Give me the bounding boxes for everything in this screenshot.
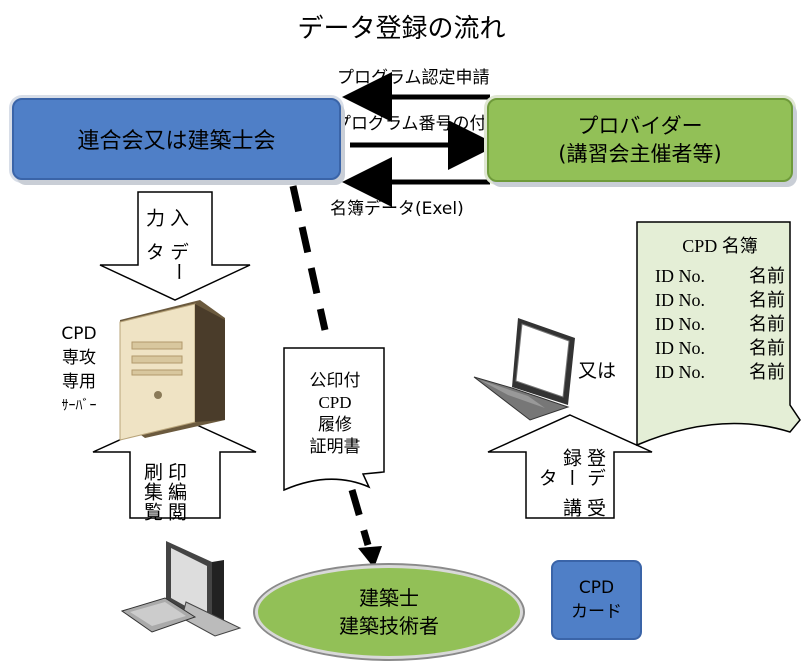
label-roster-data: 名簿データ(Exel) [330,199,464,219]
cpd-card-line2: カード [571,602,622,622]
certificate-doc [283,347,385,492]
union-box: 連合会又は建築士会 [12,98,341,180]
architect-ellipse: 建築士 建築技術者 [255,565,523,659]
up-left-arrow-text: 閲覧 編集 印刷 [141,462,187,522]
roster-row: ID No. 名前 [655,336,785,360]
down-arrow-text-data: データ [143,242,189,283]
roster-row: ID No. 名前 [655,312,785,336]
server-icon [119,300,225,441]
down-block-arrow [99,191,251,301]
roster-row-id: ID No. [655,314,705,334]
roster-row-name: 名前 [749,266,785,286]
up-right-arrow-text: 受講 データ 登録 [536,448,606,518]
up-block-arrow-right [487,414,653,519]
roster-row-id: ID No. [655,338,705,358]
up-block-arrow-left [92,414,257,519]
roster-row-name: 名前 [749,290,785,310]
roster-row-id: ID No. [655,290,705,310]
roster-row-id: ID No. [655,362,705,382]
dashed-arrow-lower [348,489,372,546]
provider-line1: プロバイダー [577,114,703,138]
roster-row: ID No. 名前 [655,360,785,384]
provider-box: プロバイダー (講習会主催者等) [487,98,793,182]
down-arrow-text: データ 入力 [142,208,190,288]
or-label: 又は [578,360,617,382]
desktop-computer-icon [120,541,242,637]
roster-title: CPD 名簿 [682,236,758,256]
roster-row: ID No. 名前 [655,288,785,312]
down-arrow-text-input: 入力 [143,208,189,228]
certificate-text: 公印付 CPD 履修 証明書 [309,371,361,456]
cpd-card: CPD カード [551,560,642,640]
roster-doc [636,221,801,447]
label-program-number: プログラム番号の付与 [334,114,504,134]
roster-row: ID No. 名前 [655,264,785,288]
provider-line2: (講習会主催者等) [558,142,722,166]
union-box-label: 連合会又は建築士会 [77,129,276,154]
dashed-arrowhead [358,546,382,568]
roster-row-name: 名前 [749,338,785,358]
laptop-icon [473,318,575,421]
server-label: CPD 専攻 専用 ｻｰﾊﾞｰ [61,324,97,414]
roster-row-name: 名前 [749,314,785,334]
roster-row-id: ID No. [655,266,705,286]
diagram-title: データ登録の流れ [297,14,506,44]
architect-line1: 建築士 [359,586,419,610]
architect-line2: 建築技術者 [339,614,439,638]
label-program-apply: プログラム認定申請 [337,68,490,88]
roster-row-name: 名前 [749,362,785,382]
cpd-card-line1: CPD [578,578,615,598]
dashed-arrow [289,185,329,331]
